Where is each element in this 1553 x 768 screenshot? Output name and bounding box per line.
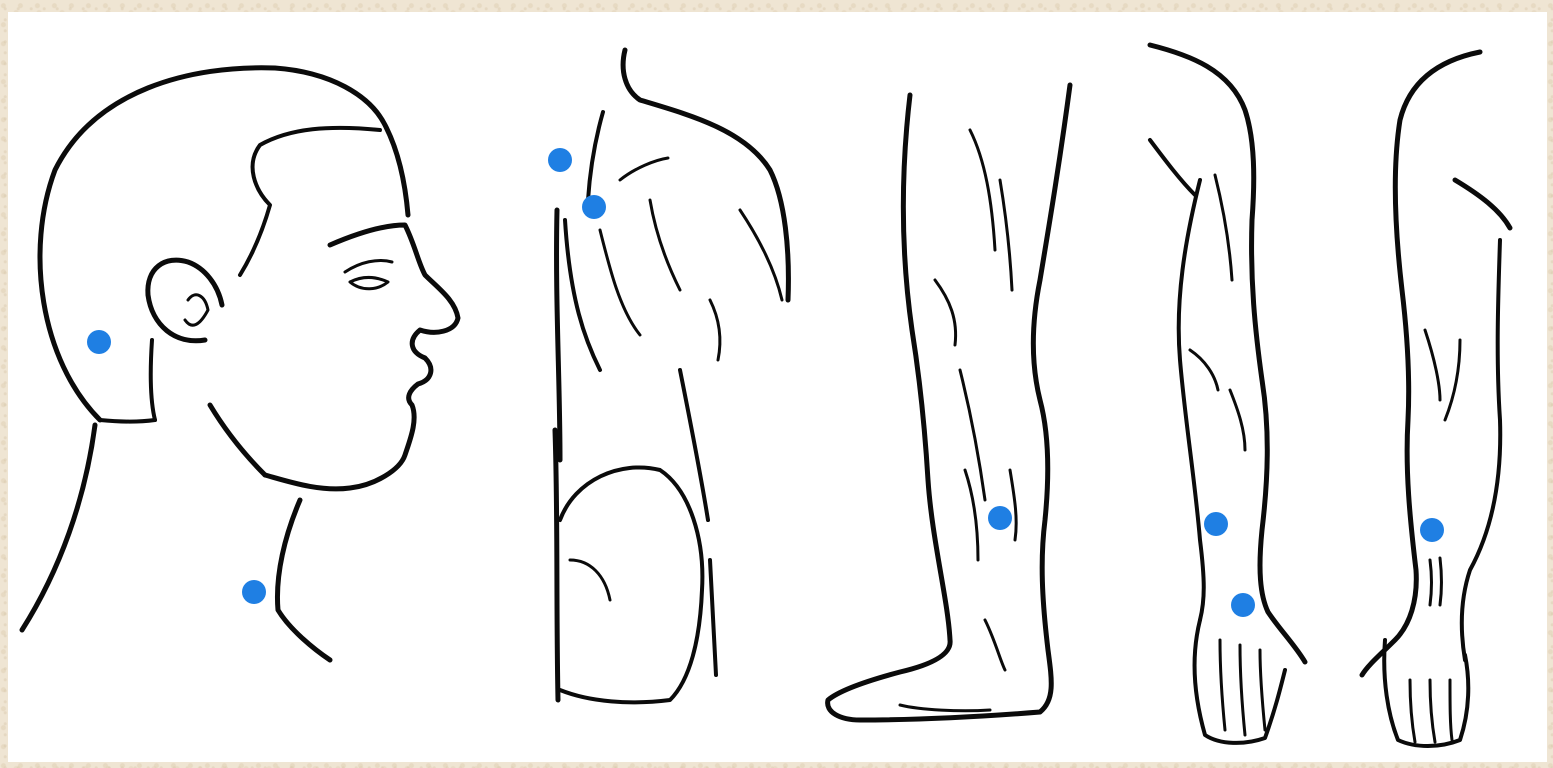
head-profile-figure (22, 68, 458, 660)
arm-back-figure (1150, 45, 1305, 743)
acupoint-neck-side (242, 580, 266, 604)
acupoint-forearm-inner (1420, 518, 1444, 542)
acupoint-wrist-back (1231, 593, 1255, 617)
acupoint-forearm-outer (1204, 512, 1228, 536)
leg-side-figure (828, 85, 1070, 720)
acupoint-shoulder-top (548, 148, 572, 172)
acupoint-scapula-upper (582, 195, 606, 219)
arm-front-figure (1362, 52, 1510, 746)
shoulder-torso-figure (555, 50, 788, 702)
acupoint-mastoid (87, 330, 111, 354)
acupoint-calf (988, 506, 1012, 530)
